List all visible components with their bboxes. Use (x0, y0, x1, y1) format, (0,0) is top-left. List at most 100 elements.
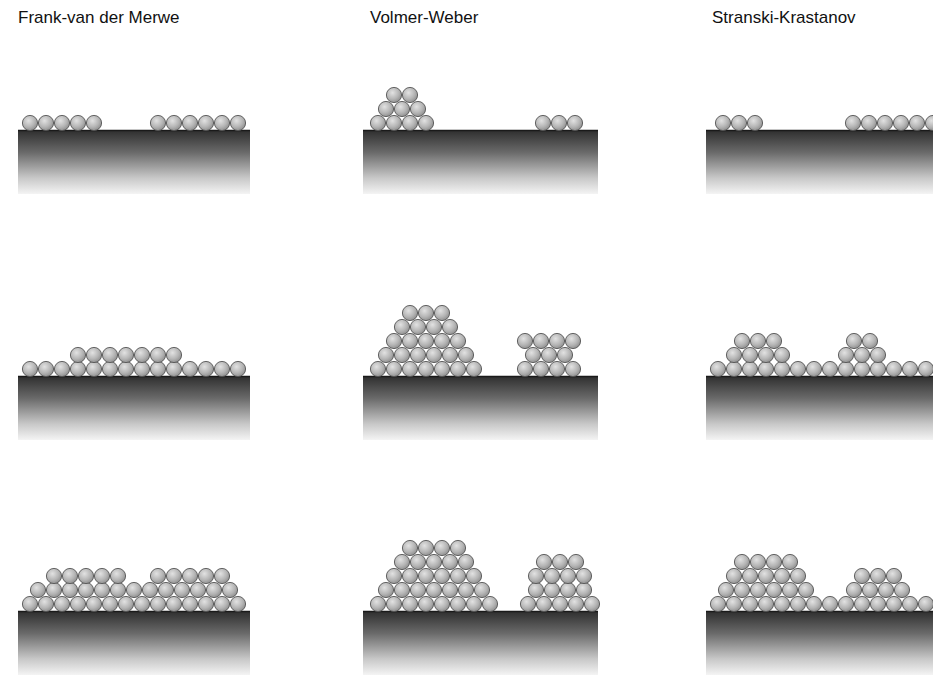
atom (182, 361, 197, 376)
atom (854, 568, 869, 583)
atom (902, 596, 917, 611)
atom (766, 582, 781, 597)
atom (584, 596, 599, 611)
atom (758, 568, 773, 583)
atom (870, 568, 885, 583)
atom (166, 596, 181, 611)
atom (22, 361, 37, 376)
atom (822, 596, 837, 611)
atom (549, 333, 564, 348)
atom (877, 115, 892, 130)
atom (410, 554, 425, 569)
atom (198, 115, 213, 130)
substrate (706, 611, 933, 675)
atom (758, 347, 773, 362)
atom (394, 101, 409, 116)
atom (230, 115, 245, 130)
atom (528, 582, 543, 597)
atom (790, 568, 805, 583)
atom (750, 582, 765, 597)
atom (517, 333, 532, 348)
atom (182, 568, 197, 583)
atom (386, 87, 401, 102)
atom (402, 115, 417, 130)
atom (46, 582, 61, 597)
atom (466, 568, 481, 583)
atom (402, 333, 417, 348)
atom (731, 115, 746, 130)
atom (434, 305, 449, 320)
atom (560, 582, 575, 597)
atom (870, 347, 885, 362)
substrate (18, 611, 250, 675)
substrate-surface (706, 376, 933, 378)
atom (442, 582, 457, 597)
atom (782, 582, 797, 597)
substrate (706, 130, 933, 194)
atom (118, 596, 133, 611)
atom (758, 596, 773, 611)
atom (150, 568, 165, 583)
atom (918, 596, 933, 611)
atom (402, 87, 417, 102)
atom (710, 596, 725, 611)
atom (426, 582, 441, 597)
atom (715, 115, 730, 130)
atom (38, 115, 53, 130)
atom (426, 347, 441, 362)
substrate (363, 376, 598, 440)
atom (551, 115, 566, 130)
atom (134, 347, 149, 362)
atom (870, 596, 885, 611)
atom (742, 361, 757, 376)
atom (450, 333, 465, 348)
atom (70, 361, 85, 376)
atom (567, 115, 582, 130)
atom (557, 347, 572, 362)
atom (434, 596, 449, 611)
atom (520, 596, 535, 611)
substrate (363, 611, 598, 675)
atom (150, 347, 165, 362)
atom (450, 596, 465, 611)
atom (378, 582, 393, 597)
mode-heading: Stranski-Krastanov (712, 8, 856, 28)
atom (94, 568, 109, 583)
atom (568, 554, 583, 569)
atom (718, 582, 733, 597)
atom (386, 115, 401, 130)
atom (734, 582, 749, 597)
atom (142, 582, 157, 597)
atom (402, 540, 417, 555)
atom (517, 361, 532, 376)
atom (734, 333, 749, 348)
atom (86, 347, 101, 362)
atom (402, 361, 417, 376)
atom (378, 347, 393, 362)
atom (394, 554, 409, 569)
atom (418, 305, 433, 320)
atom (190, 582, 205, 597)
atom (86, 596, 101, 611)
atom (902, 361, 917, 376)
atom (552, 596, 567, 611)
atom (747, 115, 762, 130)
atom (482, 596, 497, 611)
atom (54, 361, 69, 376)
substrate (706, 376, 933, 440)
atom (410, 582, 425, 597)
atom (386, 333, 401, 348)
atom (174, 582, 189, 597)
substrate (18, 130, 250, 194)
atom (134, 361, 149, 376)
atom (182, 596, 197, 611)
atom (22, 596, 37, 611)
substrate (363, 130, 598, 194)
atom (838, 596, 853, 611)
atom (774, 361, 789, 376)
atom (214, 115, 229, 130)
atom (394, 347, 409, 362)
atom (450, 568, 465, 583)
atom (466, 596, 481, 611)
substrate-surface (18, 611, 250, 613)
